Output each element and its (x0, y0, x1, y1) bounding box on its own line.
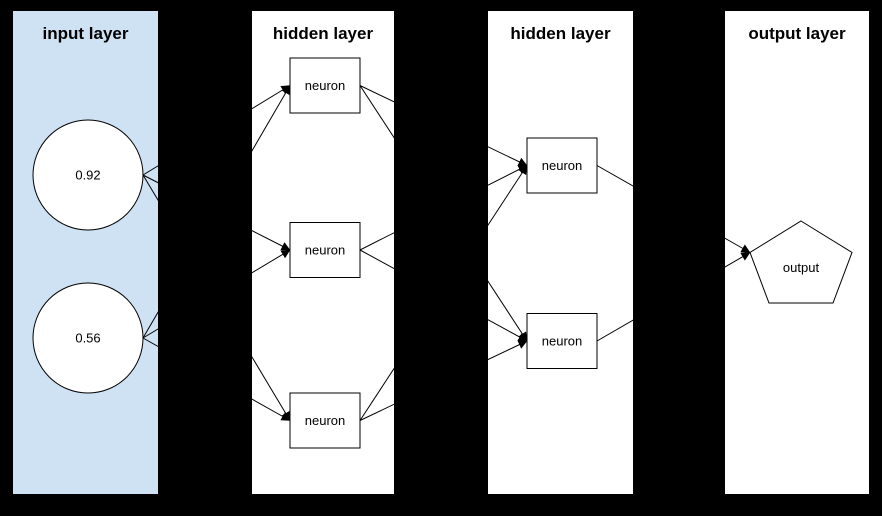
connection-arrow (596, 165, 751, 253)
connection-arrow (359, 85, 528, 166)
neuron-label: neuron (542, 334, 582, 349)
connection-arrow (359, 340, 528, 421)
input-node-circle-1 (32, 119, 144, 231)
connection-arrow (142, 85, 291, 339)
layer-panel-hidden-2: hidden layer (488, 11, 633, 494)
output-node-label: output (783, 260, 820, 275)
neuron-label: neuron (542, 158, 582, 173)
neuron-box (526, 137, 598, 194)
connection-arrow (359, 165, 528, 421)
neuron-box (526, 313, 598, 369)
layer-title-hidden-2: hidden layer (510, 24, 611, 43)
neuron-label: neuron (305, 78, 345, 93)
layer-title-output: output layer (748, 24, 846, 43)
neuron-label: neuron (305, 413, 345, 428)
layer-panel-input: input layer (13, 11, 158, 494)
neuron-box (289, 222, 361, 278)
input-node-label-2: 0.56 (75, 331, 100, 346)
neuron-box (289, 392, 361, 449)
layer-title-hidden-1: hidden layer (272, 24, 374, 43)
neuron-label: neuron (305, 243, 345, 258)
connection-arrow (142, 337, 291, 421)
layer-title-input: input layer (42, 24, 129, 43)
connection-arrow (142, 249, 291, 339)
neuron-box (289, 57, 361, 114)
connection-arrow (596, 252, 751, 342)
connection-arrow (359, 249, 528, 342)
connection-arrow (359, 165, 528, 251)
input-node-label-1: 0.92 (75, 168, 100, 183)
connection-arrow (142, 174, 291, 421)
output-pentagon (749, 220, 853, 304)
connection-arrow (359, 85, 528, 342)
input-node-circle-2 (32, 282, 144, 394)
connection-arrow (142, 85, 291, 176)
